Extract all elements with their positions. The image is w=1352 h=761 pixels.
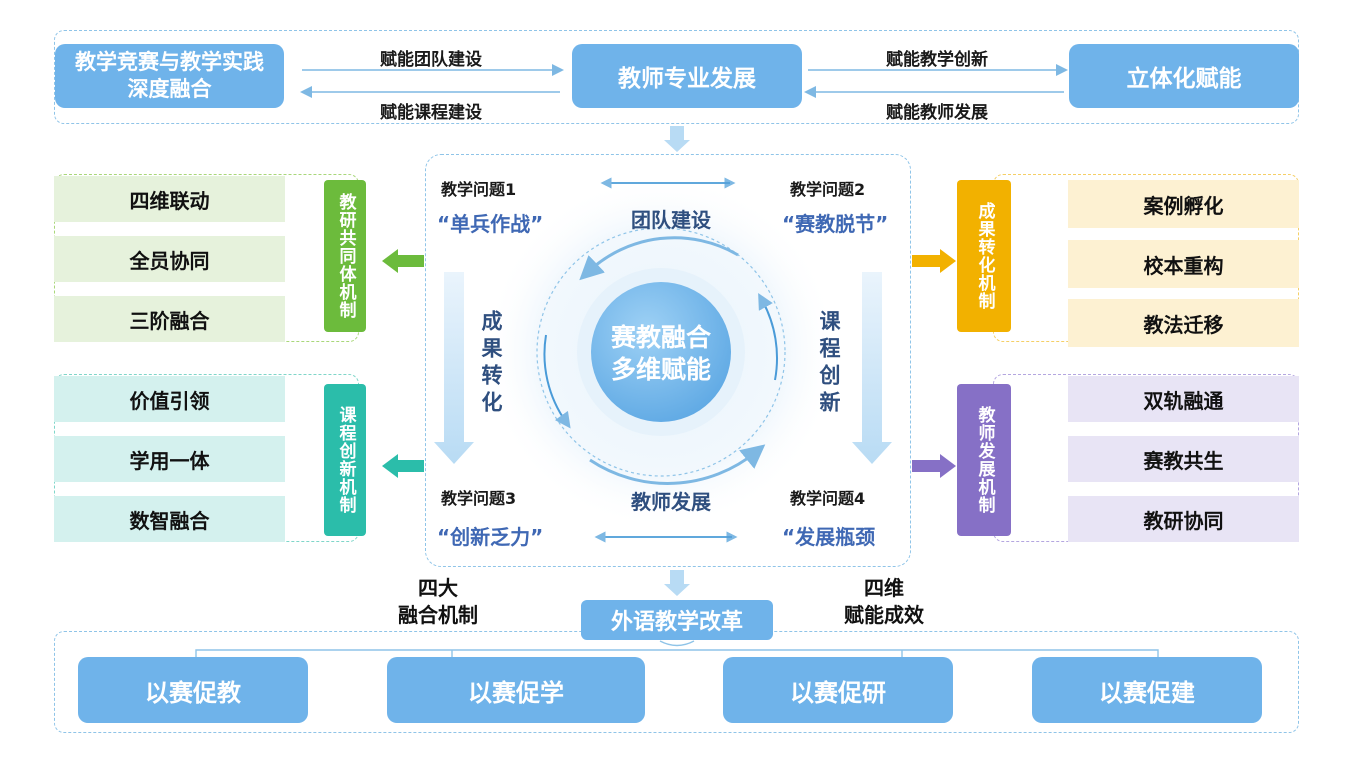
four-dim-line2: 赋能成效: [844, 603, 924, 627]
left-item-4: 价值引领: [54, 376, 285, 422]
four-big-line1: 四大: [418, 576, 458, 600]
four-big-line2: 融合机制: [398, 603, 478, 627]
right-item-6: 教研协同: [1068, 496, 1299, 542]
right-item-1: 案例孵化: [1068, 180, 1299, 228]
arrow-to-research-community: [382, 249, 424, 273]
cycle-arrow-bottom: [589, 444, 766, 485]
four-dim-line1: 四维: [864, 576, 904, 600]
foreign-language-reform-title: 外语教学改革: [581, 600, 773, 640]
research-community-mechanism-label: 教研共同体机制: [335, 193, 356, 319]
bottom-box-research: 以赛促研: [723, 657, 953, 723]
left-down-arrow: [434, 272, 474, 464]
arrow-label-course: 赋能课程建设: [380, 103, 482, 123]
bottom-bracket: [195, 649, 1159, 657]
research-community-mechanism-bar: 教研共同体机制: [324, 180, 366, 332]
teacher-development-label: 教师发展: [631, 490, 711, 514]
arrow-label-teacher: 赋能教师发展: [886, 103, 988, 123]
core-line1: 赛教融合: [610, 323, 711, 352]
bottom-box-build: 以赛促建: [1032, 657, 1262, 723]
right-item-2: 校本重构: [1068, 240, 1299, 288]
problem4-quote: “发展瓶颈: [782, 525, 876, 549]
left-item-6: 数智融合: [54, 496, 285, 542]
problem2-title: 教学问题2: [790, 180, 866, 199]
left-item-5: 学用一体: [54, 436, 285, 482]
bottom-bracket-center: [659, 640, 695, 647]
problem4-title: 教学问题4: [790, 489, 866, 508]
course-innovation-mechanism-label: 课程创新机制: [335, 406, 356, 514]
core-label: 赛教融合 多维赋能: [591, 322, 731, 386]
achievement-transfer-side-label: 成果转化: [479, 310, 503, 418]
arrow-to-teacher-development: [912, 454, 956, 478]
course-innovation-side-label: 课程创新: [817, 310, 841, 418]
problem3-title: 教学问题3: [441, 489, 517, 508]
right-item-4: 双轨融通: [1068, 376, 1299, 422]
multi-dimensional-empower-box: 立体化赋能: [1069, 44, 1299, 108]
competition-practice-line2: 深度融合: [127, 77, 212, 101]
teacher-development-mechanism-label: 教师发展机制: [974, 406, 995, 514]
bottom-box-teach: 以赛促教: [78, 657, 308, 723]
cycle-arrow-right: [758, 292, 778, 381]
arrow-label-innovation: 赋能教学创新: [886, 50, 988, 70]
cycle-arrow-left: [543, 334, 571, 429]
left-item-1: 四维联动: [54, 176, 285, 222]
problem1-quote: “单兵作战”: [437, 212, 544, 236]
core-line2: 多维赋能: [610, 355, 711, 384]
connector-bottom-down: [664, 570, 690, 596]
four-big-mechanisms-label: 四大 融合机制: [378, 575, 498, 629]
arrow-to-course-innovation: [382, 454, 424, 478]
competition-practice-box: 教学竞赛与教学实践 深度融合: [55, 44, 284, 108]
arrow-label-team: 赋能团队建设: [380, 50, 482, 70]
bottom-box-learn: 以赛促学: [387, 657, 645, 723]
problem3-quote: “创新乏力”: [437, 525, 544, 549]
arrow-to-achievement-transfer: [912, 249, 956, 273]
core-circle: [591, 282, 731, 422]
four-dim-effects-label: 四维 赋能成效: [824, 575, 944, 629]
problem1-title: 教学问题1: [441, 180, 517, 199]
dashed-ring: [536, 227, 786, 477]
center-frame: [425, 154, 911, 567]
cycle-arrow-top: [579, 236, 739, 281]
right-item-3: 教法迁移: [1068, 299, 1299, 347]
competition-practice-line1: 教学竞赛与教学实践: [75, 50, 264, 74]
problem2-quote: “赛教脱节”: [782, 212, 889, 236]
achievement-transfer-mechanism-bar: 成果转化机制: [957, 180, 1011, 332]
right-down-arrow: [852, 272, 892, 464]
connector-top-down: [664, 126, 690, 152]
team-building-label: 团队建设: [631, 208, 711, 232]
teacher-development-box: 教师专业发展: [572, 44, 802, 108]
achievement-transfer-mechanism-label: 成果转化机制: [974, 202, 995, 310]
teacher-development-mechanism-bar: 教师发展机制: [957, 384, 1011, 536]
course-innovation-mechanism-bar: 课程创新机制: [324, 384, 366, 536]
left-item-2: 全员协同: [54, 236, 285, 282]
left-item-3: 三阶融合: [54, 296, 285, 342]
right-item-5: 赛教共生: [1068, 436, 1299, 482]
